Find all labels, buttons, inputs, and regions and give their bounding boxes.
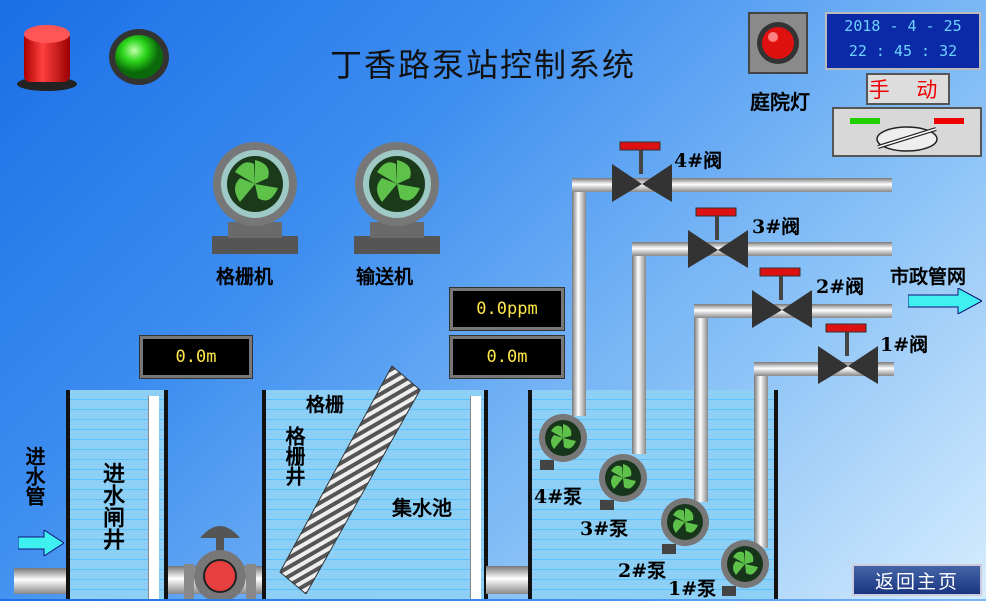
red-lamp-icon	[757, 22, 799, 64]
valve-1-icon[interactable]	[816, 322, 880, 386]
sump-label: 集水池	[392, 496, 452, 520]
time-text: 22 : 45 : 32	[848, 42, 958, 60]
date-text: 2018 - 4 - 25	[844, 17, 962, 35]
ppm-readout: 0.0ppm	[450, 288, 564, 330]
inlet-level-readout: 0.0m	[140, 336, 252, 378]
screen-machine-icon[interactable]	[210, 138, 300, 258]
alarm-beacon-icon	[17, 25, 77, 91]
pump-4-label: 4#泵	[534, 486, 583, 508]
valve-3-label: 3#阀	[752, 216, 801, 238]
valve-2-label: 2#阀	[816, 276, 865, 298]
pump2-riser	[694, 304, 708, 502]
inlet-gate-well-label: 进水闸井	[99, 462, 125, 550]
courtyard-light-button[interactable]	[748, 12, 808, 74]
grille-well-label: 格栅井	[282, 426, 306, 486]
pump1-riser	[754, 362, 768, 548]
sump-level-readout: 0.0m	[450, 336, 564, 378]
rotary-switch-icon	[850, 118, 964, 152]
valve-2-icon[interactable]	[750, 266, 814, 330]
conveyor-machine-icon[interactable]	[352, 138, 442, 258]
gate-plate	[148, 396, 159, 599]
valve-3-icon[interactable]	[686, 206, 750, 270]
pump-1-label: 1#泵	[668, 578, 717, 600]
pump-2-label: 2#泵	[618, 560, 667, 582]
pump-1-icon[interactable]	[718, 538, 772, 598]
page-title: 丁香路泵站控制系统	[330, 46, 637, 84]
inlet-pipe-label: 进水管	[22, 446, 46, 506]
pump-3-icon[interactable]	[596, 452, 650, 512]
valve-1-label: 1#阀	[880, 334, 929, 356]
mode-indicator: 手 动	[866, 73, 950, 105]
return-home-button[interactable]: 返回主页	[852, 564, 982, 596]
gate-valve-icon[interactable]	[180, 516, 260, 599]
municipal-network-label: 市政管网	[890, 266, 967, 288]
pump-4-icon[interactable]	[536, 412, 590, 472]
mode-selector-switch[interactable]	[832, 107, 982, 157]
outlet-flow-arrow-icon	[908, 288, 982, 314]
grille-screen-icon	[279, 365, 421, 594]
valve-4-label: 4#阀	[674, 150, 723, 172]
pump3-riser	[632, 242, 646, 454]
grille-top-label: 格栅	[306, 394, 345, 416]
valve-4-icon[interactable]	[610, 140, 674, 204]
inlet-pipe	[14, 568, 72, 594]
datetime-display: 2018 - 4 - 25 22 : 45 : 32	[825, 12, 981, 70]
courtyard-light-label: 庭院灯	[750, 90, 810, 114]
tank-baffle	[470, 396, 481, 599]
pump3-header	[632, 242, 892, 256]
conveyor-machine-label: 输送机	[356, 266, 414, 288]
run-indicator-icon	[109, 29, 169, 85]
pump-3-label: 3#泵	[580, 518, 629, 540]
pump-2-icon[interactable]	[658, 496, 712, 556]
screen-machine-label: 格栅机	[216, 266, 274, 288]
inlet-flow-arrow-icon	[18, 530, 64, 556]
pump4-riser	[572, 180, 586, 416]
sump-inlet-pipe	[486, 566, 534, 594]
